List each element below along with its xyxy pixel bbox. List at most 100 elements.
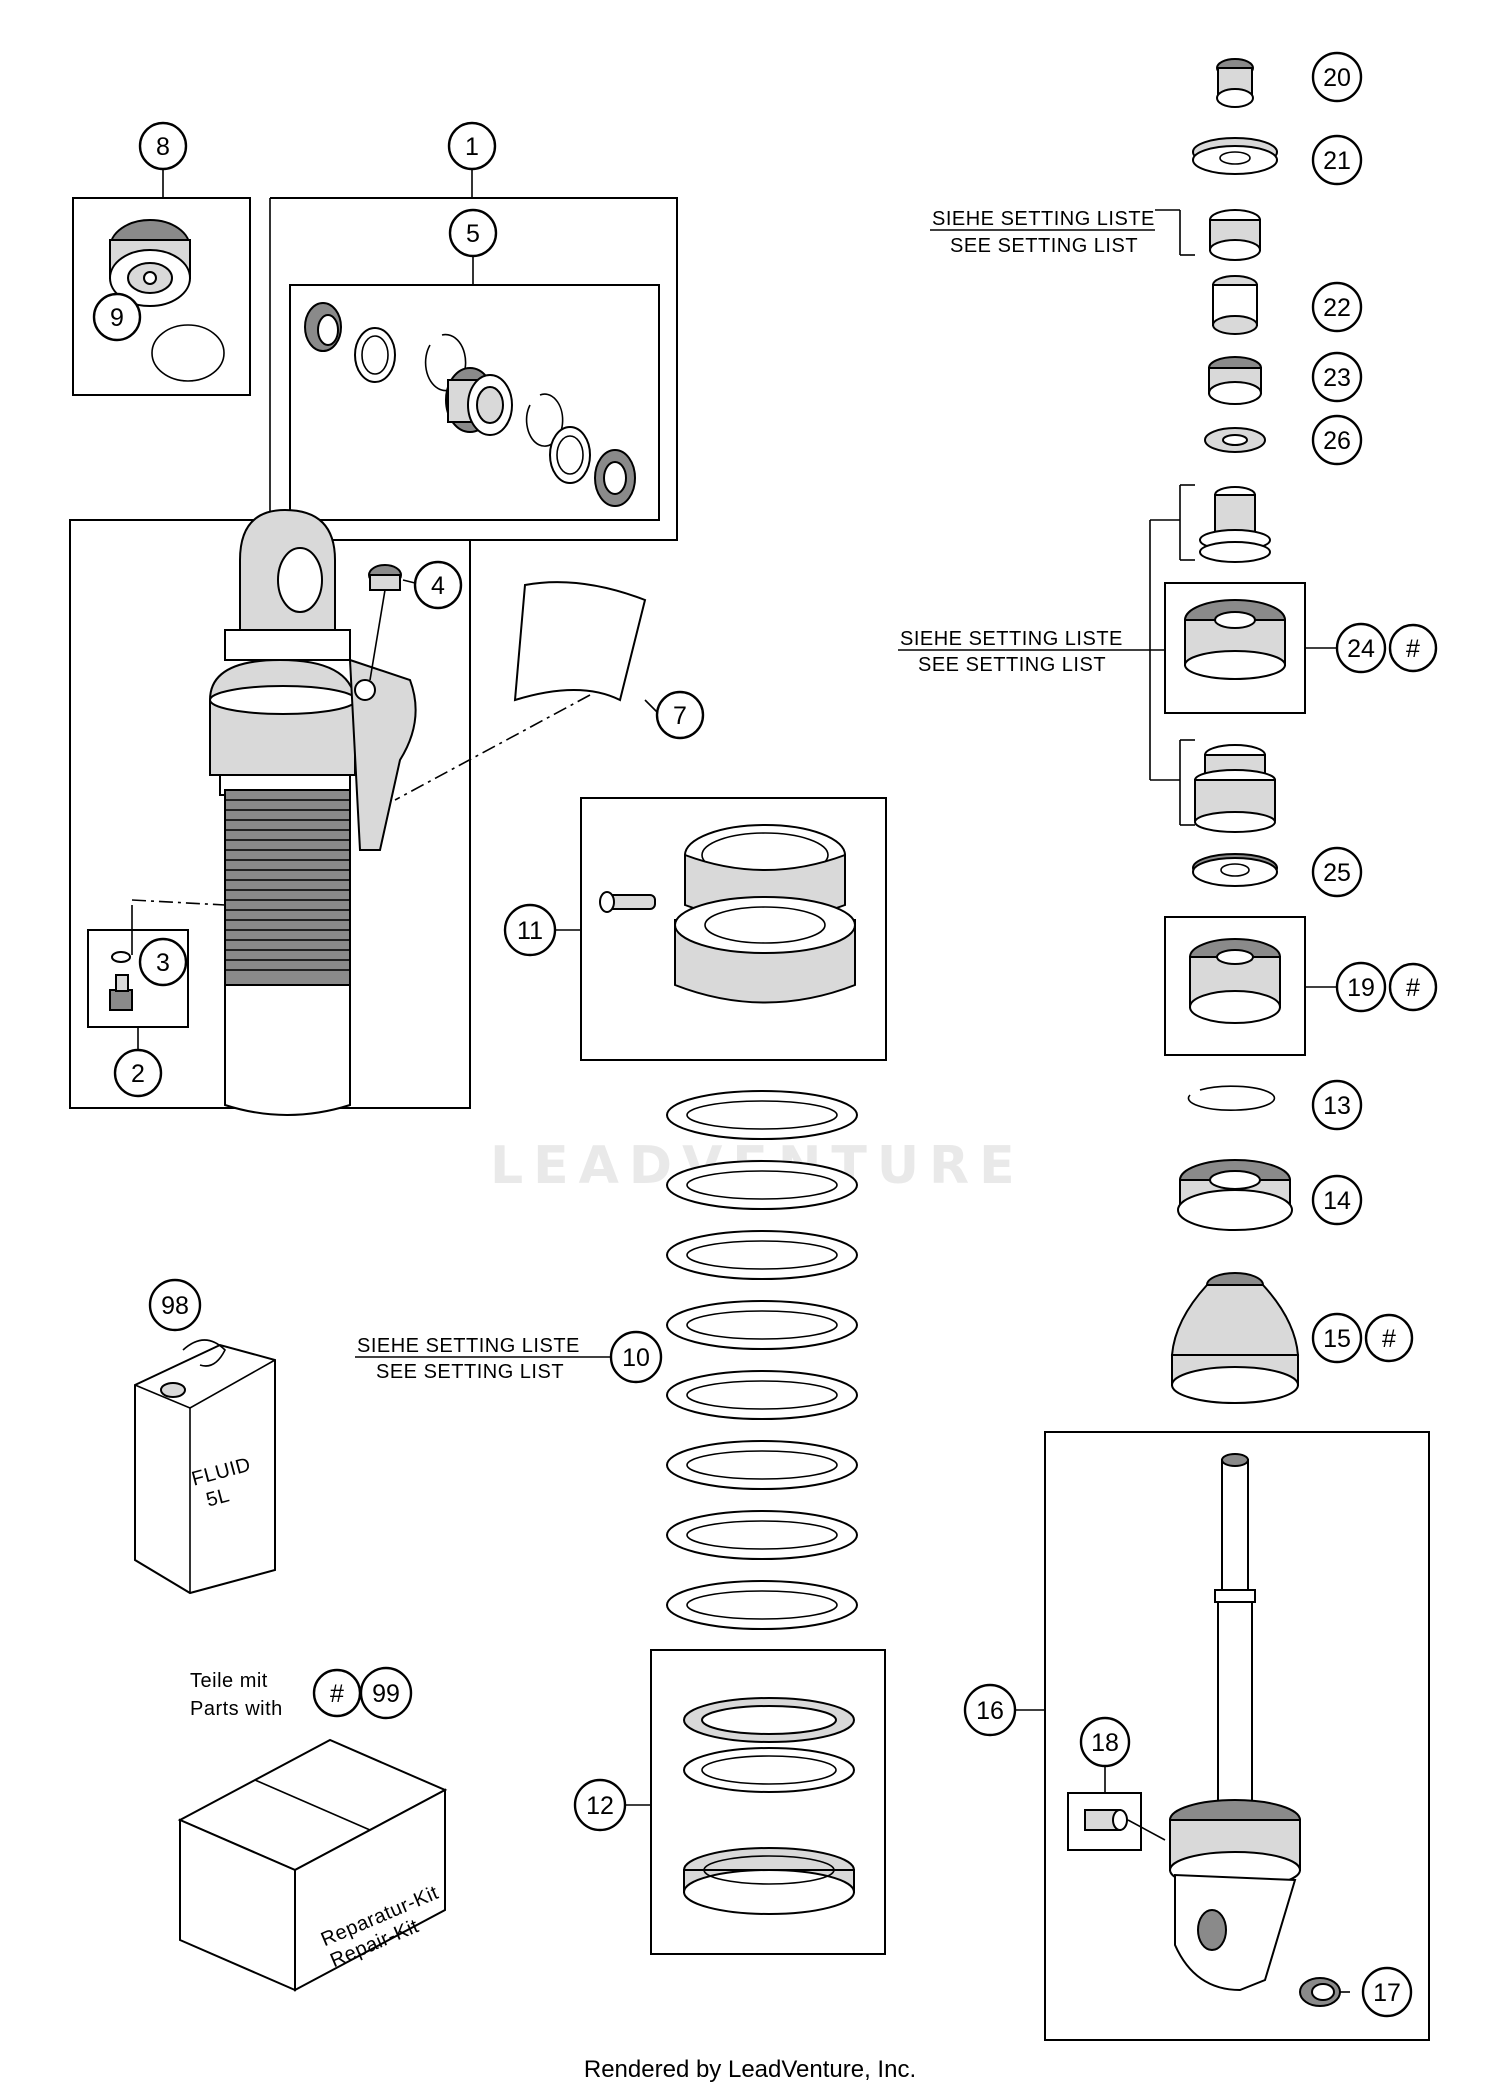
part-11-spring-adjuster-drawing — [599, 824, 856, 1004]
callout-3[interactable]: 3 — [138, 937, 188, 987]
part-15-bump-stop-drawing — [1170, 1272, 1300, 1404]
part-5-bearing-set-drawing — [304, 302, 636, 507]
svg-text:25: 25 — [1323, 859, 1351, 887]
part-9-oring-drawing — [151, 324, 225, 382]
svg-text:98: 98 — [161, 1292, 189, 1320]
callout-12[interactable]: 12 — [573, 1778, 627, 1832]
callout-13[interactable]: 13 — [1311, 1079, 1363, 1131]
setting-ref-top: SIEHE SETTING LISTE SEE SETTING LIST — [930, 208, 1155, 257]
callout-24-hash[interactable]: # — [1388, 623, 1438, 673]
part-2-screw-drawing — [109, 974, 133, 1011]
part-22-bushing-drawing — [1212, 275, 1258, 335]
callout-10[interactable]: 10 — [609, 1330, 663, 1384]
svg-text:11: 11 — [517, 917, 543, 945]
callout-14[interactable]: 14 — [1311, 1174, 1363, 1226]
setting-ref-top-en: SEE SETTING LIST — [950, 235, 1138, 257]
part-19-box — [1164, 916, 1306, 1056]
svg-text:4: 4 — [431, 572, 445, 600]
setting-ref-middle-en: SEE SETTING LIST — [918, 654, 1106, 676]
part-7-label-drawing — [513, 581, 647, 702]
svg-text:7: 7 — [673, 702, 687, 730]
kit-note-line1: Teile mit — [190, 1670, 268, 1692]
callout-8[interactable]: 8 — [138, 121, 188, 171]
svg-text:3: 3 — [156, 949, 170, 977]
svg-text:22: 22 — [1323, 294, 1351, 322]
part-26-washer-drawing — [1204, 427, 1266, 453]
callout-15[interactable]: 15 — [1311, 1312, 1363, 1364]
callout-2[interactable]: 2 — [113, 1048, 163, 1098]
setting-ref-middle: SIEHE SETTING LISTE SEE SETTING LIST — [898, 628, 1140, 676]
footer-credit: Rendered by LeadVenture, Inc. — [584, 2056, 916, 2083]
part-5-box — [289, 284, 660, 521]
svg-text:#: # — [1406, 974, 1420, 1002]
callout-26[interactable]: 26 — [1311, 414, 1363, 466]
setting-shim-3-drawing — [1194, 744, 1276, 833]
part-16-box — [1044, 1431, 1430, 2041]
part-3-washer-drawing — [111, 951, 131, 963]
part-8-piston-drawing — [109, 219, 191, 307]
setting-shim-2-drawing — [1199, 486, 1271, 563]
svg-text:18: 18 — [1091, 1729, 1119, 1757]
setting-ref-spring: SIEHE SETTING LISTE SEE SETTING LIST — [355, 1335, 612, 1383]
part-1-shock-body-drawing — [209, 508, 417, 1116]
part-25-washer-drawing — [1192, 853, 1278, 887]
callout-15-hash[interactable]: # — [1364, 1313, 1414, 1363]
svg-text:#: # — [1406, 635, 1420, 663]
part-21-washer-drawing — [1192, 137, 1278, 175]
callout-98[interactable]: 98 — [148, 1278, 202, 1332]
svg-text:8: 8 — [156, 133, 170, 161]
svg-text:2: 2 — [131, 1060, 145, 1088]
svg-text:12: 12 — [586, 1792, 614, 1820]
kit-note-line2: Parts with — [190, 1698, 283, 1720]
svg-text:19: 19 — [1347, 974, 1375, 1002]
svg-text:10: 10 — [622, 1344, 650, 1372]
svg-text:#: # — [1382, 1325, 1396, 1353]
part-11-box — [580, 797, 887, 1061]
callout-20[interactable]: 20 — [1311, 51, 1363, 103]
svg-text:5: 5 — [466, 220, 480, 248]
callout-9[interactable]: 9 — [92, 292, 142, 342]
part-19-piston-drawing — [1189, 938, 1281, 1024]
callout-19-hash[interactable]: # — [1388, 962, 1438, 1012]
part-12-spring-seats-drawing — [683, 1697, 855, 1915]
svg-text:26: 26 — [1323, 427, 1351, 455]
part-13-circlip-drawing — [1187, 1085, 1276, 1111]
callout-21[interactable]: 21 — [1311, 134, 1363, 186]
setting-ref-spring-en: SEE SETTING LIST — [376, 1361, 564, 1383]
callout-hash-kit[interactable]: # — [312, 1668, 362, 1718]
setting-ref-middle-de: SIEHE SETTING LISTE — [900, 628, 1123, 650]
callout-1[interactable]: 1 — [447, 121, 497, 171]
callout-24[interactable]: 24 — [1335, 622, 1387, 674]
setting-shim-1-drawing — [1209, 209, 1261, 261]
setting-ref-spring-de: SIEHE SETTING LISTE — [357, 1335, 580, 1357]
svg-text:15: 15 — [1323, 1325, 1351, 1353]
svg-text:9: 9 — [110, 304, 124, 332]
callout-4[interactable]: 4 — [413, 560, 463, 610]
callout-16[interactable]: 16 — [963, 1683, 1017, 1737]
callout-18[interactable]: 18 — [1079, 1716, 1131, 1768]
part-8-box — [72, 197, 251, 396]
svg-text:16: 16 — [976, 1697, 1004, 1725]
callout-5[interactable]: 5 — [448, 208, 498, 258]
svg-text:13: 13 — [1323, 1092, 1351, 1120]
callout-22[interactable]: 22 — [1311, 281, 1363, 333]
svg-text:24: 24 — [1347, 635, 1375, 663]
callout-7[interactable]: 7 — [655, 690, 705, 740]
callout-25[interactable]: 25 — [1311, 846, 1363, 898]
svg-text:17: 17 — [1373, 1979, 1401, 2007]
callout-23[interactable]: 23 — [1311, 351, 1363, 403]
svg-text:99: 99 — [372, 1680, 400, 1708]
part-20-nut-drawing — [1216, 58, 1254, 108]
callout-17[interactable]: 17 — [1361, 1966, 1413, 2018]
callout-19[interactable]: 19 — [1335, 961, 1387, 1013]
part-12-box — [650, 1649, 886, 1955]
part-10-spring-drawing — [666, 1090, 858, 1630]
setting-ref-top-de: SIEHE SETTING LISTE — [932, 208, 1155, 230]
svg-text:20: 20 — [1323, 64, 1351, 92]
callout-11[interactable]: 11 — [503, 903, 557, 957]
svg-text:14: 14 — [1323, 1187, 1351, 1215]
callout-99[interactable]: 99 — [359, 1666, 413, 1720]
part-24-piston-drawing — [1184, 599, 1286, 680]
part-18-valve-drawing — [1067, 1765, 1166, 1851]
